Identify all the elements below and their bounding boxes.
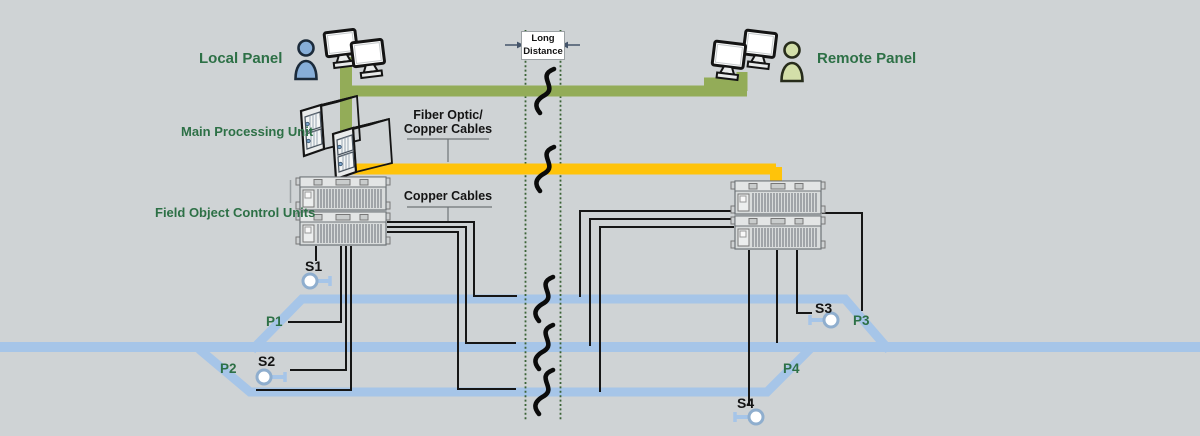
cable-right-focu-bottom-track [599, 226, 734, 392]
signal-s3 signal-lamp-icon [808, 311, 840, 329]
long-distance-callout: Long Distance [521, 31, 565, 60]
cable-right-focu-main-track [589, 218, 734, 346]
signal-s1 signal-lamp-icon [301, 272, 332, 290]
signal-s4 signal-lamp-icon [733, 408, 765, 426]
cable-left-focu-p1 [288, 246, 342, 323]
focu-right rack-unit-icon [730, 180, 826, 250]
point-p3-label: P3 [853, 313, 870, 328]
top-loop-track [248, 294, 893, 354]
copper-cables-label: Copper Cables [403, 189, 493, 203]
remote-operator person-icon [780, 41, 804, 83]
cable-right-focu-top-track [579, 210, 734, 297]
long-distance-line1: Long [531, 33, 555, 44]
cable-left-focu-top-track [387, 221, 517, 297]
cable-right-focu-p3 [822, 212, 863, 311]
bottom-loop-track [196, 345, 814, 397]
signal-s3-label: S3 [815, 300, 833, 316]
local-panel-label: Local Panel [199, 50, 283, 67]
field-object-control-units-label: Field Object Control Units [155, 205, 316, 220]
copper-cable-runs [256, 210, 863, 405]
long-distance-boundary [524, 30, 562, 421]
main-processing-unit-label: Main Processing Unit [181, 124, 314, 139]
local-operator person-icon [294, 39, 318, 81]
point-p1-label: P1 [266, 314, 283, 329]
cable-left-focu-bottom-track2 [387, 231, 516, 390]
fiber-optic-label-line2: Copper Cables [403, 122, 493, 136]
signal-s2-label: S2 [258, 353, 276, 369]
cable-left-focu-bottom-track [256, 246, 352, 391]
cable-left-focu-s2 [290, 246, 347, 371]
point-p4-label: P4 [783, 361, 800, 376]
signal-s4-label: S4 [737, 395, 755, 411]
signal-s2 signal-lamp-icon [255, 368, 287, 386]
fiber-optic-copper-cables-label: Fiber Optic/ Copper Cables [399, 108, 497, 136]
local-workstation dual-monitor-icon [322, 27, 388, 81]
cable-right-focu-s3 [796, 250, 812, 314]
cable-left-focu-main-track [387, 226, 516, 344]
fiber-copper-trunk [339, 135, 782, 182]
cable-break-squiggles squiggle-break-icon [535, 69, 554, 414]
dimension-arrowhead-left [517, 41, 524, 49]
signal-s1-label: S1 [305, 258, 323, 274]
point-p2-label: P2 [220, 361, 237, 376]
fiber-optic-label-line1: Fiber Optic/ [413, 108, 483, 122]
long-distance-line2: Distance [523, 46, 563, 57]
remote-panel-label: Remote Panel [817, 50, 917, 67]
